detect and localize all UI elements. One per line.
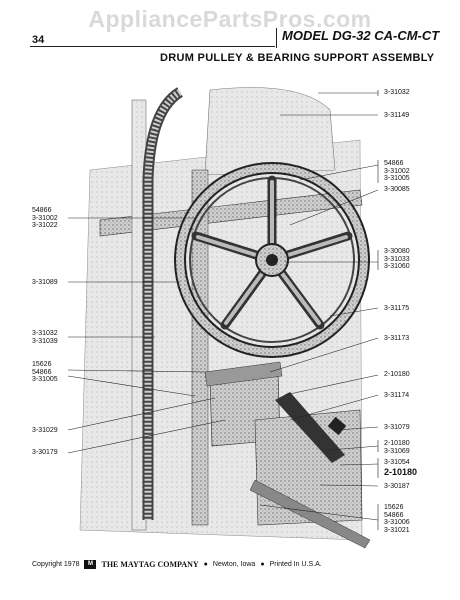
callout-left-4: 15626 54866 3-31005 [32,361,58,384]
watermark: AppliancePartsPros.com [88,6,372,32]
part-number: 3-31149 [384,112,410,119]
part-number: 2-10180 [384,371,410,378]
part-number: 3-31033 [384,255,410,263]
part-number: 3-31032 [32,330,58,337]
callout-right-6: 3-31175 [384,305,409,313]
part-number: 3-30179 [32,449,58,456]
part-number: 54866 [384,160,404,167]
part-number: 3-31006 [384,519,410,526]
part-number: 3-30085 [384,186,410,193]
part-number: 3-31173 [384,335,410,342]
part-number: 3-31022 [32,222,58,229]
part-number: 3-31175 [384,305,410,312]
part-number: 3-31002 [32,214,58,222]
callout-right-11: 2-10180 3-31069 [384,440,410,455]
part-number: 3-31029 [32,427,58,434]
printed-text: Printed In U.S.A. [269,561,322,568]
part-number: 15626 [32,361,52,368]
part-number: 3-31032 [384,89,410,96]
callout-right-10: 3-31079 [384,424,410,432]
diagram-title: DRUM PULLEY & BEARING SUPPORT ASSEMBLY [160,52,435,64]
callout-left-6: 3-30179 [32,449,58,457]
callout-right-9: 3-31174 [384,392,409,400]
callout-left-3: 3-31032 3-31039 [32,330,58,345]
part-number: 3-31069 [384,447,410,455]
callout-left-5: 3-31029 [32,427,58,435]
part-number: 3-31174 [384,392,410,399]
leader-lines [67,90,379,530]
callout-right-4: 3-30085 [384,186,410,194]
part-number: 2-10180 [384,467,418,477]
bearing-bolt [275,392,347,463]
model-divider [276,28,277,48]
callout-right-1: 3-31032 [384,89,410,97]
part-number: 3-31039 [32,337,58,345]
callout-right-13: 2-10180 [384,467,417,477]
bullet-icon: ● [203,561,208,568]
part-number: 3-31054 [384,459,410,466]
part-number: 2-10180 [384,440,410,447]
part-number: 54866 [32,368,52,376]
part-number: 3-31079 [384,424,410,431]
part-number: 54866 [384,511,404,519]
callout-right-7: 3-31173 [384,335,409,343]
part-number: 3-31002 [384,167,410,175]
callout-right-14: 3-30187 [384,483,410,491]
callout-right-5: 3-30080 3-31033 3-31060 [384,248,410,271]
company-name: THE MAYTAG COMPANY [101,560,199,569]
part-number: 3-31089 [32,279,58,286]
part-number: 54866 [32,207,52,214]
part-number: 3-30080 [384,248,410,255]
callout-right-3: 54866 3-31002 3-31005 [384,160,410,183]
drum-pulley [174,162,370,358]
model-title: MODEL DG-32 CA-CM-CT [282,28,440,43]
city-text: Newton, Iowa [212,561,256,568]
callout-right-2: 3-31149 [384,112,409,120]
part-number: 3-31060 [384,263,410,270]
callout-left-2: 3-31089 [32,279,58,287]
part-number: 3-31005 [32,376,58,383]
part-number: 3-31005 [384,175,410,182]
part-number: 15626 [384,504,404,511]
page-number: 34 [32,34,45,46]
footer: Copyright 1978 M THE MAYTAG COMPANY ● Ne… [32,560,322,569]
callout-right-15: 15626 54866 3-31006 3-31021 [384,504,410,534]
callout-right-8: 2-10180 [384,371,410,379]
bullet-icon: ● [260,561,265,568]
part-number: 3-30187 [384,483,410,490]
header-rule [30,46,275,47]
callout-left-1: 54866 3-31002 3-31022 [32,207,58,230]
maytag-logo-icon: M [84,560,97,569]
callout-right-12: 3-31054 [384,459,410,467]
copyright-text: Copyright 1978 [32,561,80,568]
part-number: 3-31021 [384,526,410,534]
